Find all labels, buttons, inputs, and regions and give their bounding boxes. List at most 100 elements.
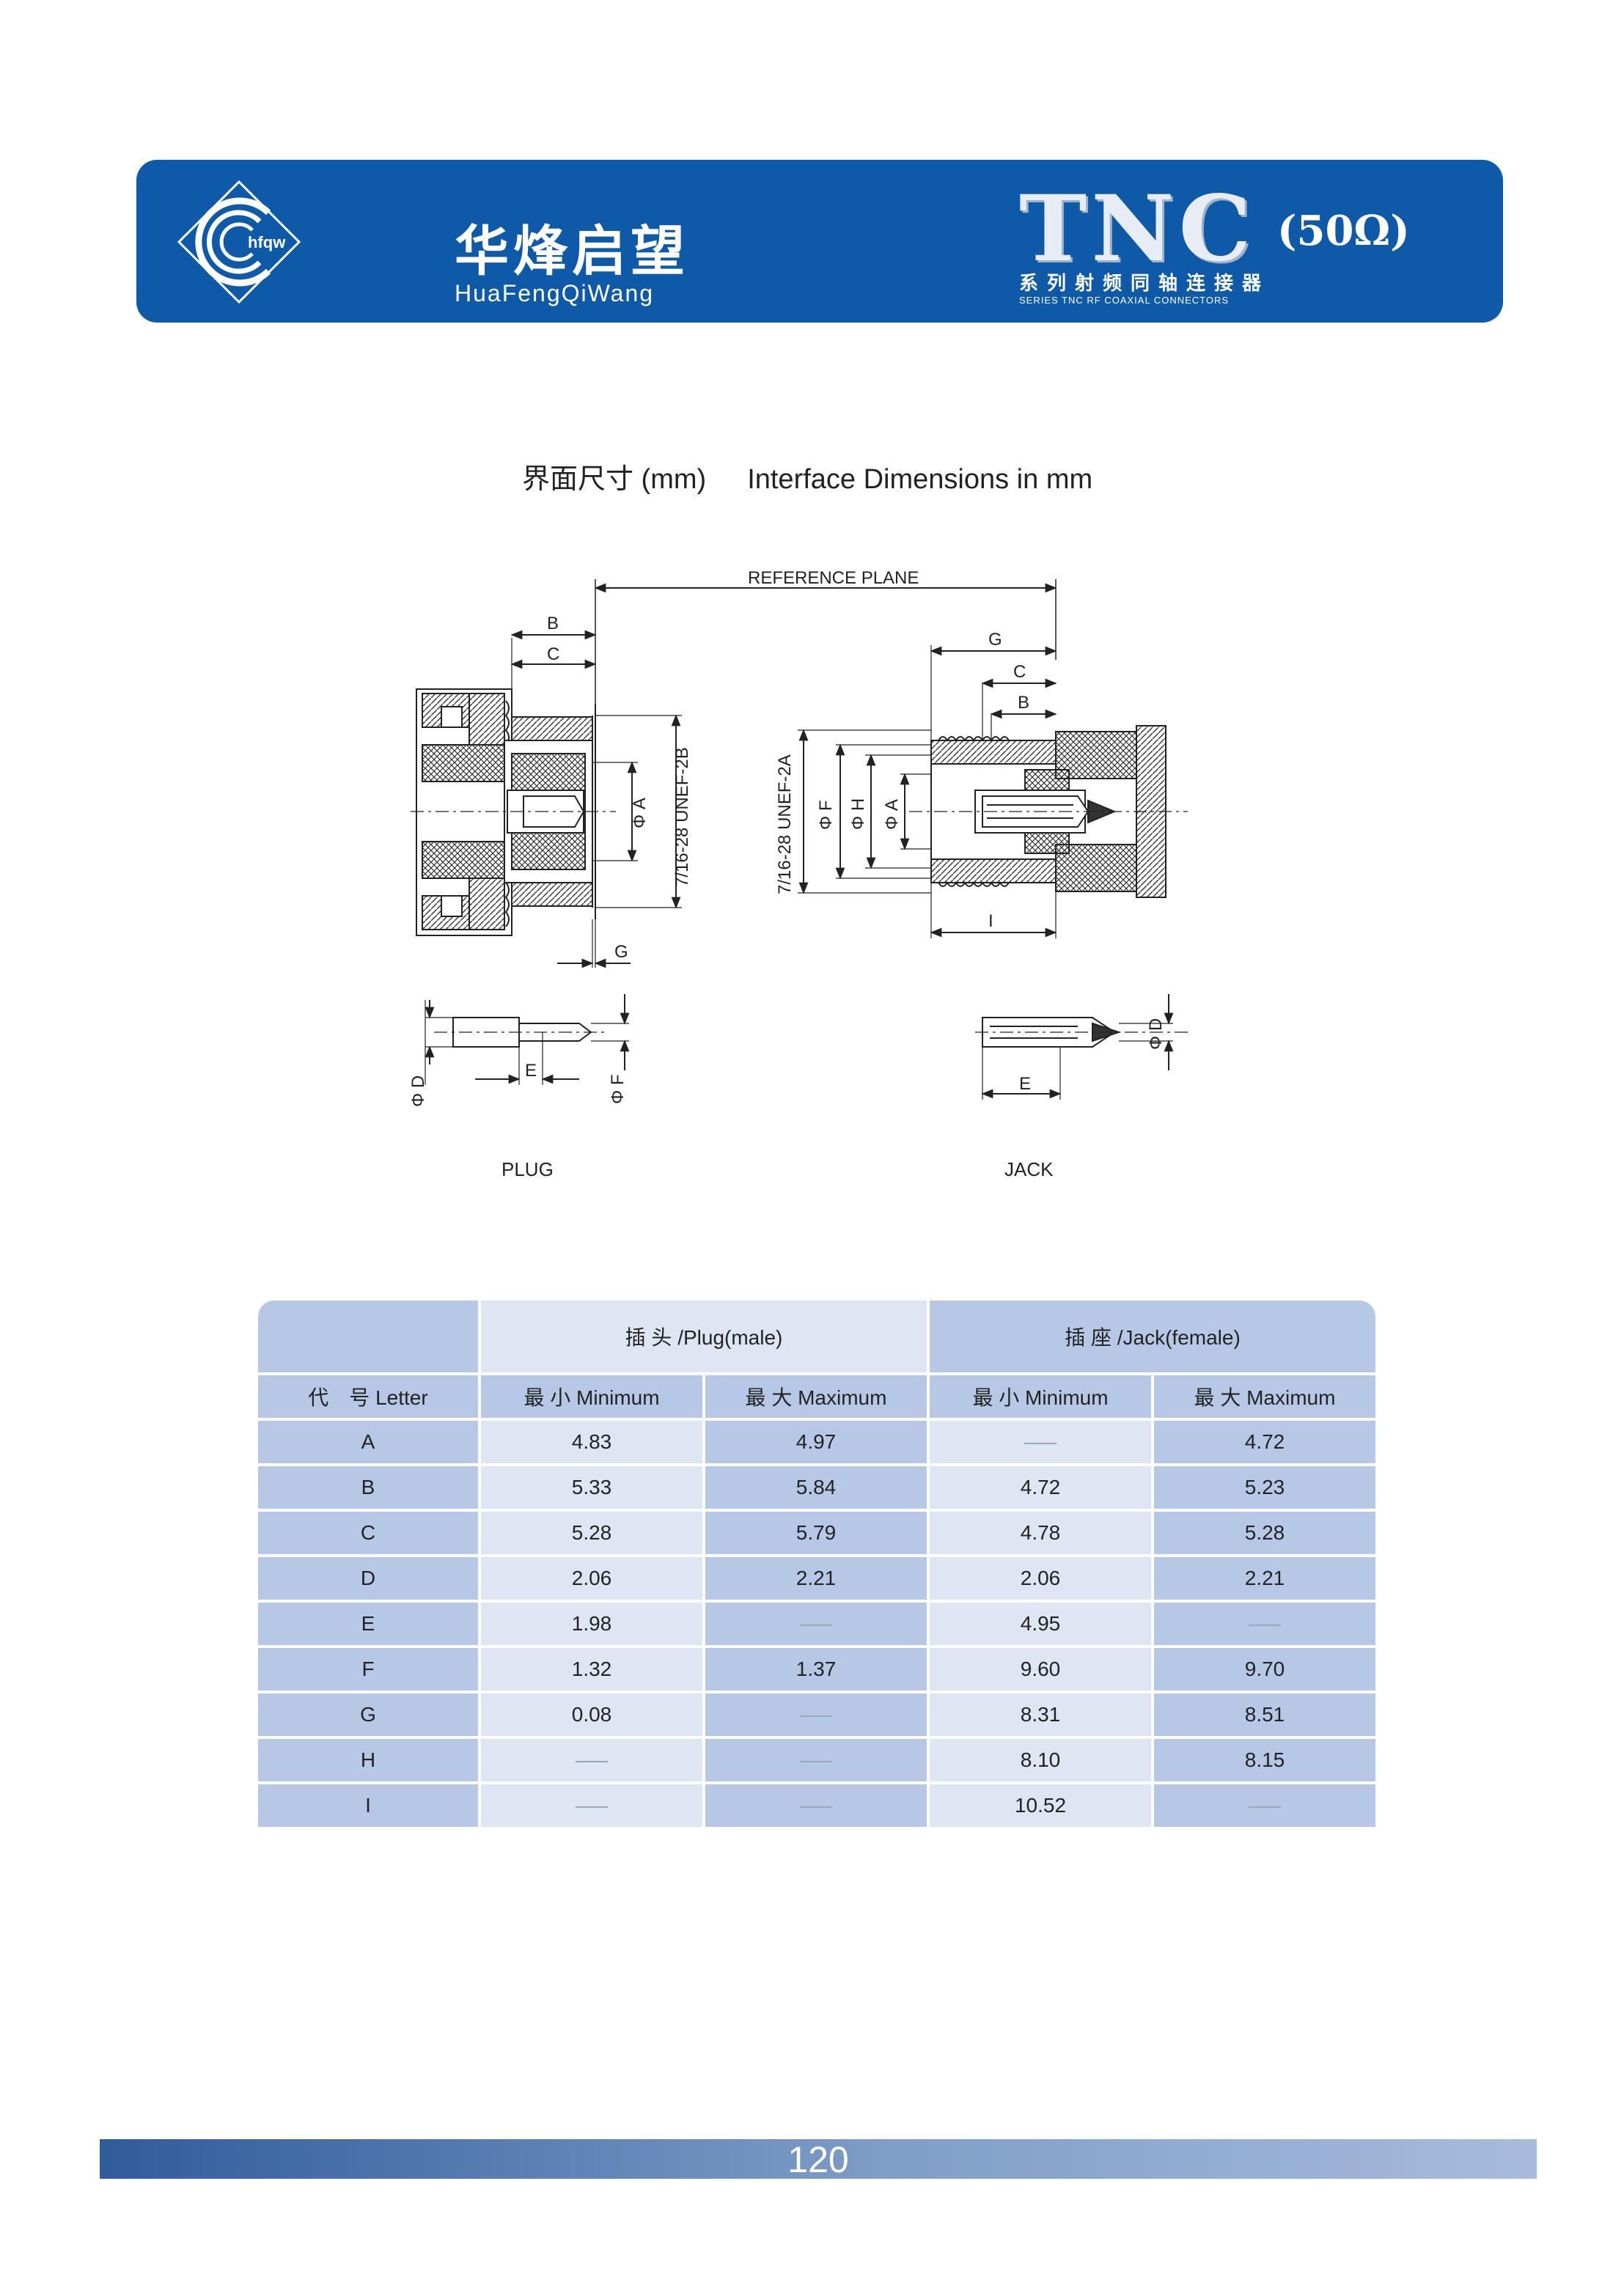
jack-dim-b: B (1018, 693, 1029, 713)
jack-socket-dia-d: Φ D (1146, 1018, 1166, 1050)
cell-jack-max: 5.23 (1154, 1466, 1375, 1509)
jack-max-header: 最 大 Maximum (1154, 1375, 1375, 1418)
cell-jack-max: 8.15 (1154, 1739, 1375, 1781)
jack-dia-h: Φ H (848, 798, 868, 830)
brand-name-cn: 华烽启望 (455, 220, 689, 283)
footer-bar: 120 (100, 2139, 1537, 2180)
cell-plug-max: 4.97 (705, 1421, 927, 1463)
cell-plug-max: 5.79 (705, 1512, 927, 1554)
cell-plug-min: 5.28 (481, 1512, 702, 1554)
cell-jack-max (1154, 1784, 1375, 1827)
cell-letter: A (258, 1421, 478, 1463)
cell-letter: B (258, 1466, 478, 1509)
cell-letter: I (258, 1784, 478, 1827)
cell-jack-max: 2.21 (1154, 1557, 1375, 1600)
plug-min-header: 最 小 Minimum (481, 1375, 702, 1418)
jack-dim-c: C (1013, 662, 1026, 682)
plug-dim-b: B (547, 614, 559, 633)
company-logo: hfqw (177, 180, 301, 304)
cell-plug-min (481, 1784, 702, 1827)
empty-dash (800, 1806, 832, 1808)
empty-dash (1249, 1806, 1281, 1808)
table-group-header-row: 插 头 /Plug(male) 插 座 /Jack(female) (258, 1301, 1375, 1372)
cell-jack-min: 4.95 (930, 1603, 1151, 1645)
cell-jack-max: 8.51 (1154, 1693, 1375, 1736)
empty-dash (800, 1760, 832, 1762)
plug-pin-detail (434, 1017, 609, 1048)
logo-text: hfqw (248, 233, 286, 251)
empty-dash (1024, 1442, 1057, 1444)
cell-plug-min: 1.32 (481, 1648, 702, 1691)
cell-jack-min: 4.72 (930, 1466, 1151, 1509)
table-row: I 10.52 (258, 1784, 1375, 1827)
plug-pin-dia-d: Φ D (408, 1075, 428, 1107)
cell-jack-min (930, 1421, 1151, 1463)
section-title-cn: 界面尺寸 (mm) (522, 464, 707, 495)
jack-group-header: 插 座 /Jack(female) (930, 1301, 1375, 1372)
cell-jack-min: 10.52 (930, 1784, 1151, 1827)
jack-socket-detail (975, 1017, 1188, 1048)
impedance-label: (50Ω) (1277, 207, 1410, 255)
cell-plug-max: 5.84 (705, 1466, 927, 1509)
product-title: TNC (1019, 176, 1256, 282)
cell-letter: C (258, 1512, 478, 1554)
section-title-en: Interface Dimensions in mm (747, 464, 1093, 495)
dimensions-table: 插 头 /Plug(male) 插 座 /Jack(female) 代 号 Le… (255, 1298, 1378, 1830)
plug-body (416, 688, 596, 936)
cell-letter: F (258, 1648, 478, 1691)
plug-dim-c: C (547, 644, 559, 664)
series-subtitle-cn: 系列射频同轴连接器 (1019, 272, 1271, 294)
cell-jack-min: 8.31 (930, 1693, 1151, 1736)
cell-plug-max (705, 1784, 927, 1827)
cell-plug-max: 1.37 (705, 1648, 927, 1691)
cell-plug-max (705, 1739, 927, 1781)
jack-min-header: 最 小 Minimum (930, 1375, 1151, 1418)
cell-plug-max: 2.21 (705, 1557, 927, 1600)
reference-plane-label: REFERENCE PLANE (748, 568, 919, 588)
jack-thread-label: 7/16-28 UNEF-2A (775, 754, 795, 894)
cell-plug-min: 0.08 (481, 1693, 702, 1736)
cell-jack-min: 9.60 (930, 1648, 1151, 1691)
cell-plug-min: 5.33 (481, 1466, 702, 1509)
cell-jack-min: 8.10 (930, 1739, 1151, 1781)
jack-socket-dim-e: E (1019, 1074, 1031, 1094)
plug-dia-a: Φ A (630, 798, 650, 828)
empty-dash (800, 1624, 832, 1626)
series-subtitle-en: SERIES TNC RF COAXIAL CONNECTORS (1019, 295, 1230, 306)
plug-thread-label: 7/16-28 UNEF-2B (672, 747, 692, 887)
jack-dim-g: G (988, 630, 1002, 650)
plug-max-header: 最 大 Maximum (705, 1375, 927, 1418)
cell-plug-min: 2.06 (481, 1557, 702, 1600)
cell-jack-max: 5.28 (1154, 1512, 1375, 1554)
cell-jack-max: 9.70 (1154, 1648, 1375, 1691)
jack-dim-i: I (988, 911, 993, 931)
page-number: 120 (787, 2139, 849, 2180)
plug-group-header: 插 头 /Plug(male) (481, 1301, 927, 1372)
cell-letter: D (258, 1557, 478, 1600)
plug-caption: PLUG (501, 1158, 554, 1180)
cell-letter: H (258, 1739, 478, 1781)
empty-dash (576, 1760, 608, 1762)
jack-dia-a: Φ A (882, 799, 902, 830)
empty-dash (800, 1715, 832, 1717)
plug-dim-g: G (614, 942, 628, 962)
corner-cell (258, 1301, 478, 1372)
jack-caption: JACK (1004, 1158, 1054, 1180)
jack-dia-f: Φ F (816, 801, 836, 830)
cell-jack-min: 2.06 (930, 1557, 1151, 1600)
cell-plug-min (481, 1739, 702, 1781)
header-banner (136, 160, 1503, 323)
section-title: 界面尺寸 (mm) Interface Dimensions in mm (522, 456, 1092, 496)
cell-plug-min: 4.83 (481, 1421, 702, 1463)
brand-name-en: HuaFengQiWang (455, 280, 655, 306)
cell-plug-max (705, 1603, 927, 1645)
interface-drawing: REFERENCE PLANE B C Φ A 7/16-28 UNEF-2B (408, 568, 1188, 1107)
plug-pin-dim-e: E (525, 1061, 537, 1081)
cell-letter: G (258, 1693, 478, 1736)
